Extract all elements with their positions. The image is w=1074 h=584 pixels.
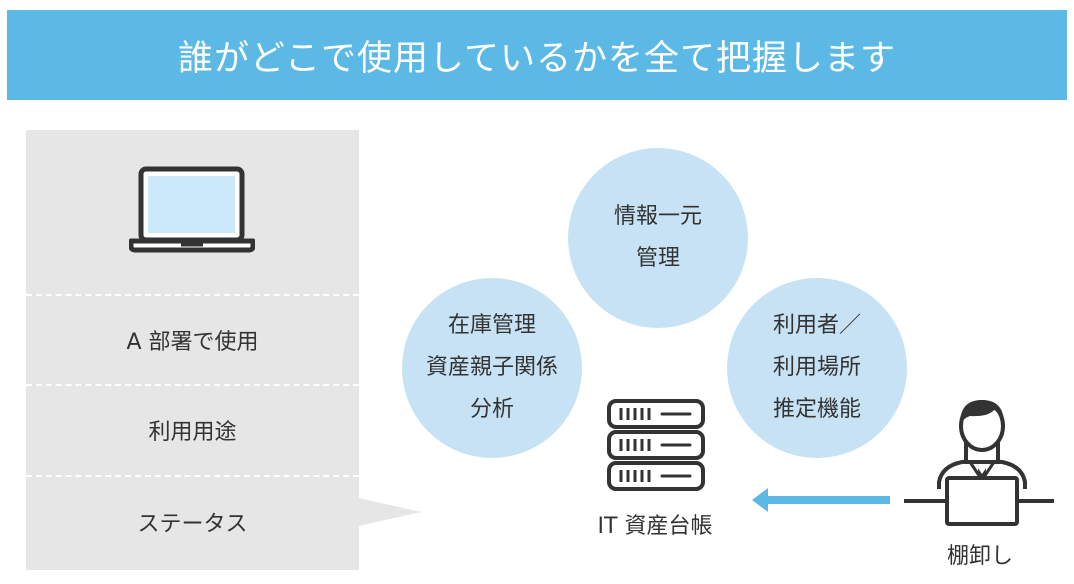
circle-label: 利用者／ (772, 313, 861, 338)
callout-pointer (359, 498, 421, 526)
usage-row: 利用用途 (148, 420, 237, 445)
laptop-icon (129, 166, 255, 253)
circle-label: 資産親子関係 (425, 355, 558, 380)
inventory-check-label: 棚卸し (946, 544, 1013, 569)
page-title: 誰がどこで使用しているかを全て把握します (7, 10, 1067, 100)
circle-label: 分析 (469, 397, 514, 422)
divider (26, 475, 359, 477)
it-asset-ledger-label: IT 資産台帳 (597, 514, 713, 539)
inventory-management-circle: 在庫管理 資産親子関係 分析 (402, 278, 582, 458)
circle-label: 利用場所 (772, 355, 861, 380)
department-row: A 部署で使用 (126, 330, 259, 355)
circle-label: 情報一元 (613, 204, 702, 229)
divider (26, 384, 359, 386)
circle-label: 管理 (635, 246, 680, 271)
status-row: ステータス (137, 512, 248, 537)
asset-info-panel: A 部署で使用 利用用途 ステータス (26, 130, 359, 570)
server-icon (607, 399, 705, 491)
circle-label: 在庫管理 (447, 313, 536, 338)
circle-label: 推定機能 (772, 397, 861, 422)
person-at-laptop-icon (904, 400, 1054, 526)
divider (26, 294, 359, 296)
user-location-circle: 利用者／ 利用場所 推定機能 (727, 278, 907, 458)
arrow-left-icon (752, 488, 890, 512)
info-management-circle: 情報一元 管理 (568, 148, 748, 328)
